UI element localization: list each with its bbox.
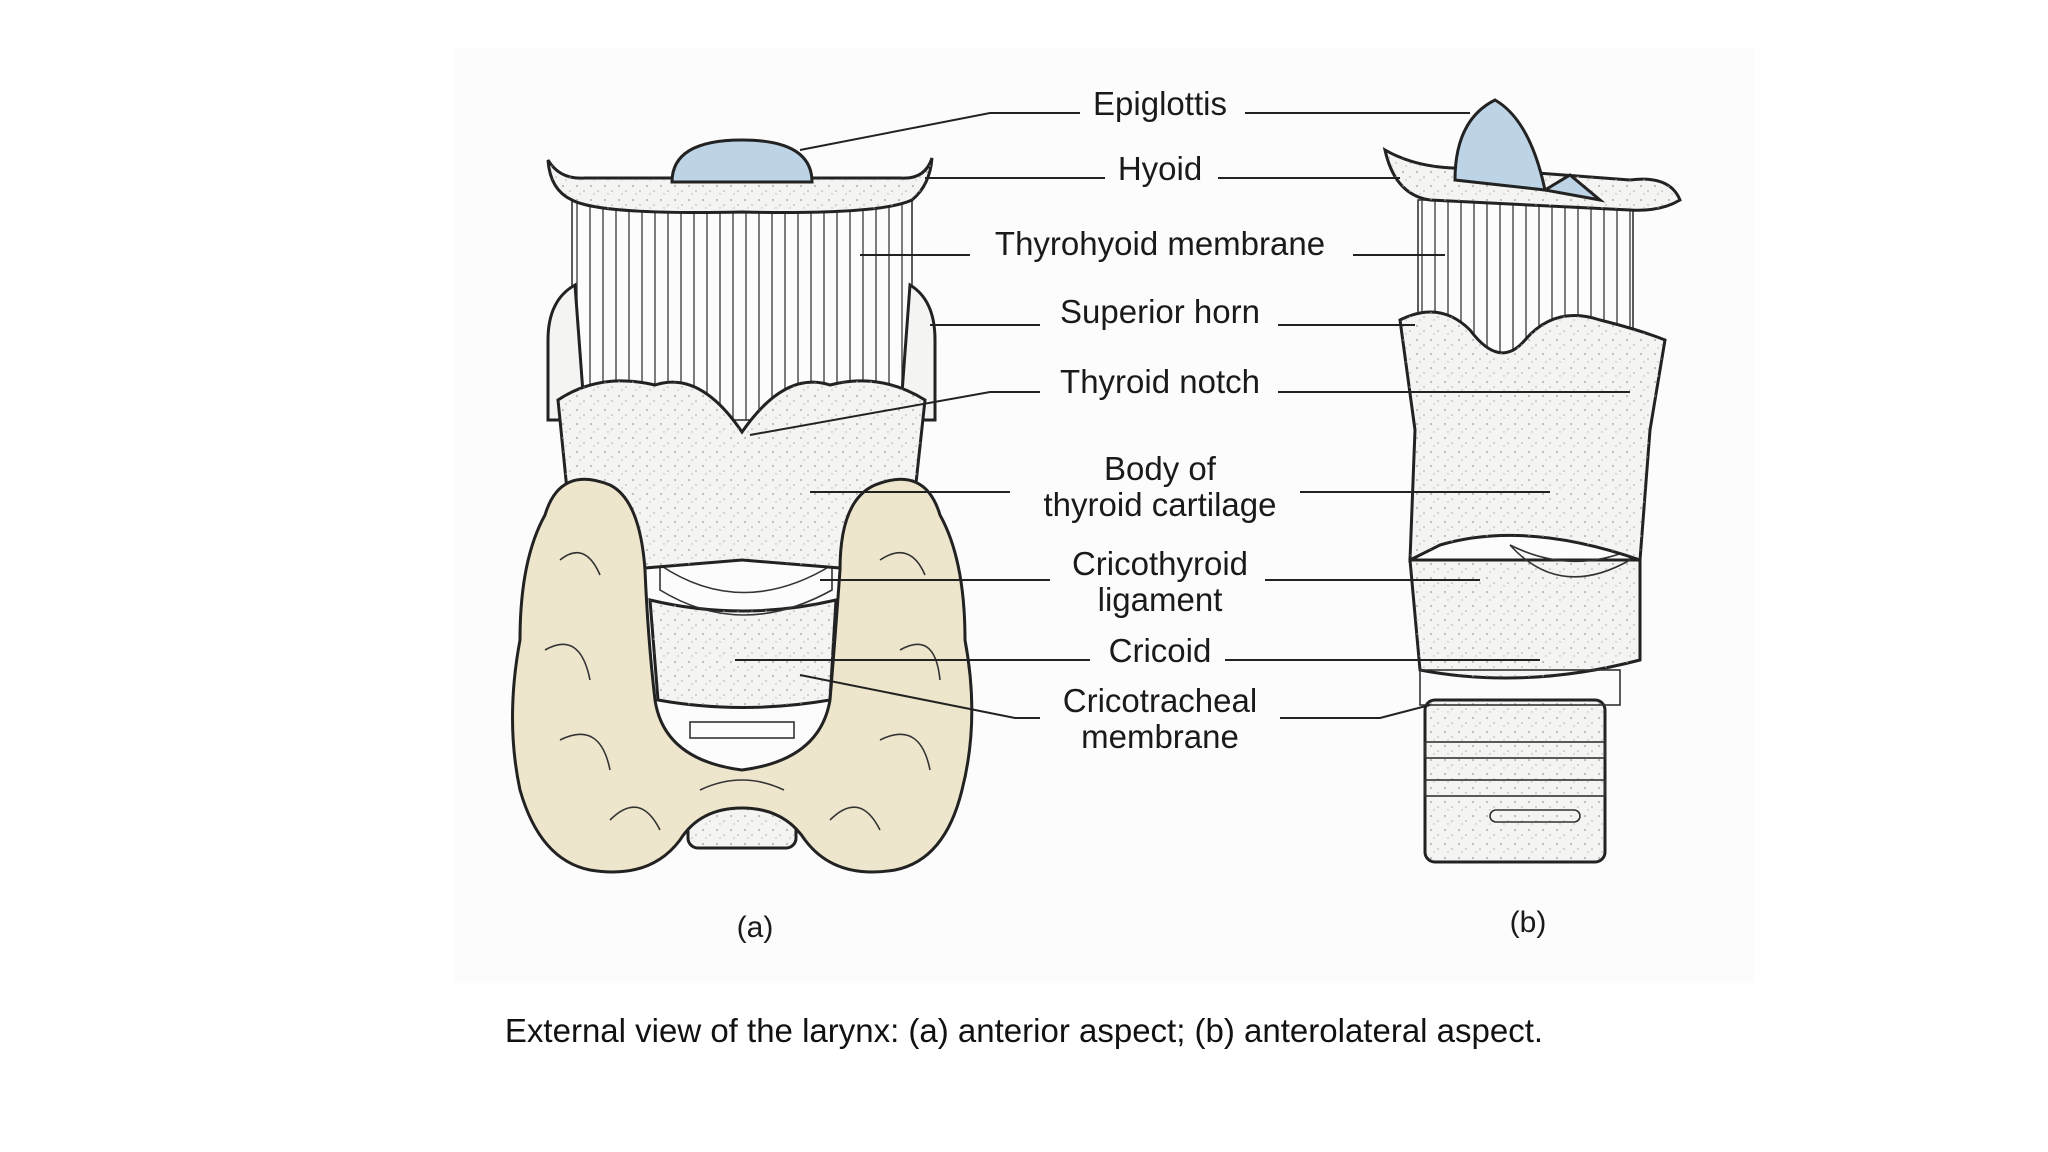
cricothyroid-ligament-a [659,563,833,616]
thyroid-cartilage-a [556,379,927,572]
label-body-of-thyroid-cartilage-line1: Body of [1104,450,1217,487]
cricoid-cartilage-a [648,598,838,709]
label-cricotracheal-membrane-line1: Cricotracheal [1063,682,1257,719]
leader-lines [735,112,1630,719]
epiglottis-a [670,138,814,184]
panel-label-a: (a) [737,911,774,944]
label-body-of-thyroid-cartilage-line2: thyroid cartilage [1044,486,1277,523]
label-cricothyroid-ligament-line2: ligament [1098,581,1223,618]
anterolateral-larynx-illustration [1382,98,1682,864]
label-thyrohyoid-membrane: Thyrohyoid membrane [995,225,1325,262]
epiglottis-b [1453,98,1547,192]
thyroid-gland-a [511,477,974,874]
anterior-larynx-illustration [511,138,974,874]
label-cricoid: Cricoid [1109,632,1212,669]
label-cricotracheal-membrane-line2: membrane [1081,718,1239,755]
thyroid-cartilage-b [1398,310,1667,563]
figure-caption: External view of the larynx: (a) anterio… [504,1012,1544,1049]
label-hyoid: Hyoid [1118,150,1202,187]
cricoid-cartilage-b [1408,558,1642,706]
trachea-b [1423,698,1607,864]
panel-label-b: (b) [1510,906,1547,939]
label-thyroid-notch: Thyroid notch [1060,363,1260,400]
label-cricothyroid-ligament-line1: Cricothyroid [1072,545,1248,582]
label-superior-horn: Superior horn [1060,293,1260,330]
hyoid-bone-a [546,157,934,214]
superior-horn-a-left [546,282,587,422]
label-epiglottis: Epiglottis [1093,85,1227,122]
superior-horn-a-right [898,282,937,422]
